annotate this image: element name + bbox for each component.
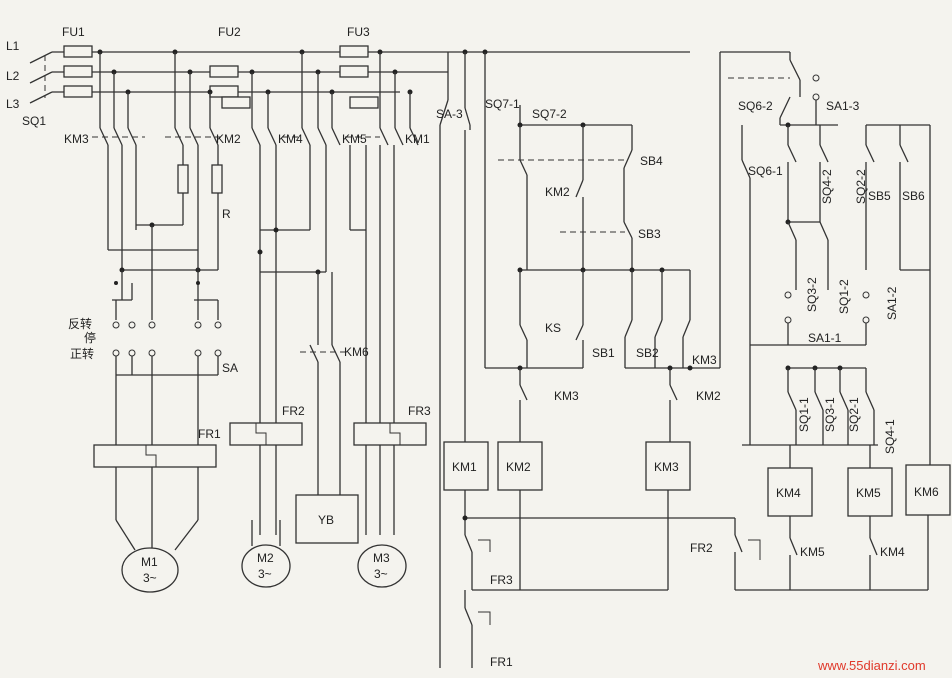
- label-sa3: SA-3: [436, 107, 463, 121]
- label-sq6-1: SQ6-1: [748, 164, 783, 178]
- label-fu3: FU3: [347, 25, 370, 39]
- label-yb: YB: [318, 513, 334, 527]
- label-fr1-ctrl: FR1: [490, 655, 513, 669]
- label-sq2-1: SQ2-1: [847, 397, 861, 432]
- label-coil-km4: KM4: [776, 486, 801, 500]
- label-km1-main: KM1: [405, 132, 430, 146]
- label-km3-main: KM3: [64, 132, 89, 146]
- label-coil-km5: KM5: [856, 486, 881, 500]
- control-circuit-left: [439, 52, 721, 668]
- label-m1-phase: 3~: [143, 571, 157, 585]
- label-sq1-1: SQ1-1: [797, 397, 811, 432]
- diagram-labels: L1 L2 L3 SQ1 FU1 FU2 FU3 KM3 KM2 KM4 KM5…: [6, 25, 939, 673]
- label-sa1-1: SA1-1: [808, 331, 842, 345]
- label-sa1-2: SA1-2: [885, 286, 899, 320]
- label-sb5: SB5: [868, 189, 891, 203]
- label-sq1-2: SQ1-2: [837, 279, 851, 314]
- label-m1: M1: [141, 555, 158, 569]
- label-coil-km2: KM2: [506, 460, 531, 474]
- label-km4-int: KM4: [880, 545, 905, 559]
- label-m3: M3: [373, 551, 390, 565]
- label-sq4-1: SQ4-1: [883, 419, 897, 454]
- label-km2-main: KM2: [216, 132, 241, 146]
- power-supply: [29, 45, 690, 109]
- label-l2: L2: [6, 69, 20, 83]
- label-fu2: FU2: [218, 25, 241, 39]
- label-stop: 停: [84, 330, 96, 345]
- label-l3: L3: [6, 97, 20, 111]
- control-circuit-right: [720, 51, 951, 591]
- label-l1: L1: [6, 39, 20, 53]
- label-sq1: SQ1: [22, 114, 46, 128]
- watermark: www.55dianzi.com: [817, 658, 926, 673]
- label-km2-ctrl: KM2: [545, 185, 570, 199]
- label-reverse: 反转: [68, 316, 92, 331]
- label-fr2: FR2: [282, 404, 305, 418]
- label-sq6-2: SQ6-2: [738, 99, 773, 113]
- label-sq7-1: SQ7-1: [485, 97, 520, 111]
- label-km3-ctrl: KM3: [692, 353, 717, 367]
- label-km4-main: KM4: [278, 132, 303, 146]
- label-fr2-ctrl: FR2: [690, 541, 713, 555]
- label-m2-phase: 3~: [258, 567, 272, 581]
- label-sq3-2: SQ3-2: [805, 277, 819, 312]
- label-sq3-1: SQ3-1: [823, 397, 837, 432]
- label-km5-main: KM5: [342, 132, 367, 146]
- label-km5-int: KM5: [800, 545, 825, 559]
- label-km6-main: KM6: [344, 345, 369, 359]
- label-km3-aux: KM3: [554, 389, 579, 403]
- label-coil-km6: KM6: [914, 485, 939, 499]
- label-sb4: SB4: [640, 154, 663, 168]
- label-sb3: SB3: [638, 227, 661, 241]
- label-sq4-2: SQ4-2: [820, 169, 834, 204]
- label-sq2-2: SQ2-2: [854, 169, 868, 204]
- label-m3-phase: 3~: [374, 567, 388, 581]
- m1-main-circuit: [92, 52, 225, 593]
- label-coil-km3: KM3: [654, 460, 679, 474]
- label-sa1-3: SA1-3: [826, 99, 860, 113]
- label-m2: M2: [257, 551, 274, 565]
- label-ks: KS: [545, 321, 561, 335]
- label-fr3: FR3: [408, 404, 431, 418]
- label-forward: 正转: [70, 346, 94, 361]
- label-resistor: R: [222, 207, 231, 221]
- label-fr3-ctrl: FR3: [490, 573, 513, 587]
- label-fu1: FU1: [62, 25, 85, 39]
- label-fr1: FR1: [198, 427, 221, 441]
- label-sq7-2: SQ7-2: [532, 107, 567, 121]
- label-sb1: SB1: [592, 346, 615, 360]
- label-km2-aux: KM2: [696, 389, 721, 403]
- label-sb2: SB2: [636, 346, 659, 360]
- label-sa: SA: [222, 361, 238, 375]
- m2-m3-main-circuit: [229, 52, 427, 588]
- label-sb6: SB6: [902, 189, 925, 203]
- label-coil-km1: KM1: [452, 460, 477, 474]
